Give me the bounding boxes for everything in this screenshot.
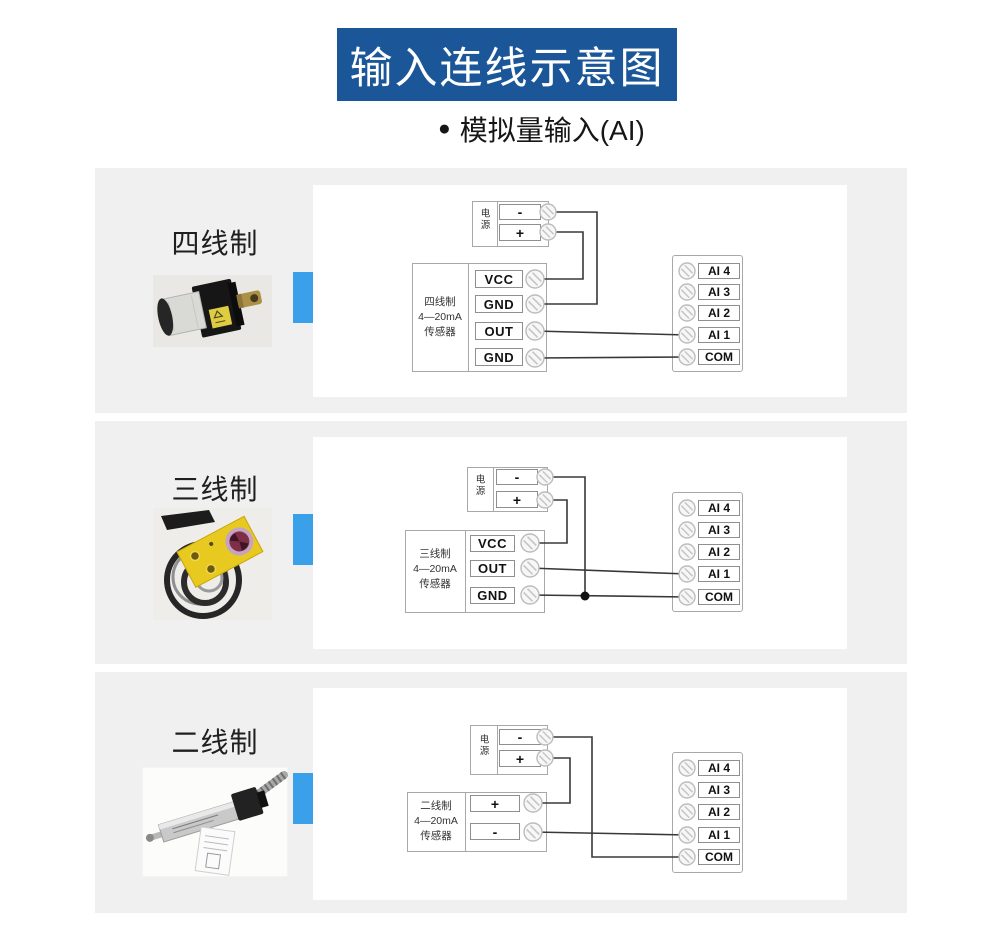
wire-out-to-ai1 — [529, 567, 688, 575]
sensor-terminal-minus: - — [470, 823, 520, 840]
power-block-divider — [493, 467, 494, 512]
sensor-terminal-gnd: GND — [475, 295, 523, 313]
sensor-terminal-gnd: GND — [470, 587, 515, 604]
ai-terminal-ai2: AI 2 — [698, 544, 740, 560]
junction-dot — [580, 591, 590, 601]
ai-terminal-ai3: AI 3 — [698, 522, 740, 538]
power-terminal-minus: - — [499, 729, 541, 745]
section-three-wire: 三线制 — [95, 421, 907, 664]
sensor-block-divider — [465, 792, 466, 852]
section-four-wire: 四线制 — [95, 168, 907, 413]
subtitle: ● 模拟量输入(AI) — [438, 112, 645, 146]
sensor-label: 二线制 4—20mA 传感器 — [414, 800, 458, 842]
ai-terminal-ai1: AI 1 — [698, 327, 740, 343]
power-terminal-plus: + — [499, 224, 541, 241]
power-terminal-minus: - — [499, 204, 541, 220]
ai-terminal-com: COM — [698, 849, 740, 865]
ai-terminal-ai4: AI 4 — [698, 760, 740, 776]
power-label: 电源 — [478, 208, 490, 231]
ai-terminal-ai2: AI 2 — [698, 804, 740, 820]
ai-terminal-ai1: AI 1 — [698, 566, 740, 582]
wiring-diagram-four-wire: 电源 - + 四线制 4—20mA 传感器 VCC GND OUT GND AI… — [313, 185, 847, 397]
bullet-icon: ● — [438, 117, 451, 140]
wiring-diagram-two-wire: 电源 - + 二线制 4—20mA 传感器 + - AI 4 AI 3 AI 2… — [313, 688, 847, 900]
wire-sensor-minus-to-ai1 — [532, 831, 688, 836]
ai-terminal-com: COM — [698, 589, 740, 605]
ai-terminal-ai4: AI 4 — [698, 500, 740, 516]
power-terminal-minus: - — [496, 469, 538, 485]
power-terminal-plus: + — [496, 491, 538, 508]
section-label: 四线制 — [171, 228, 259, 259]
section-two-wire: 二线制 — [95, 672, 907, 913]
power-block-divider — [497, 725, 498, 775]
ai-terminal-com: COM — [698, 349, 740, 365]
sensor-block-divider — [465, 530, 466, 613]
sensor-terminal-gnd2: GND — [475, 348, 523, 366]
wire-layer — [520, 468, 696, 606]
wire-gnd-to-com — [529, 594, 688, 598]
sensor-terminal-out: OUT — [470, 560, 515, 577]
photoelectric-sensor-photo — [153, 508, 272, 620]
sensor-terminal-vcc: VCC — [475, 270, 523, 288]
section-label: 二线制 — [171, 727, 259, 758]
ai-terminal-ai3: AI 3 — [698, 284, 740, 300]
wire-minus-to-junction — [545, 476, 586, 596]
sensor-label: 三线制 4—20mA 传感器 — [413, 548, 457, 590]
sensor-terminal-plus: + — [470, 795, 520, 812]
sensor-block-divider — [468, 263, 469, 372]
wire-layer — [523, 728, 696, 866]
section-label: 三线制 — [171, 474, 259, 505]
sensor-terminal-vcc: VCC — [470, 535, 515, 552]
subtitle-text: 模拟量输入(AI) — [459, 115, 645, 146]
ai-terminal-ai3: AI 3 — [698, 782, 740, 798]
wire-gnd-to-com — [534, 356, 688, 359]
wire-layer — [525, 203, 696, 368]
power-label: 电源 — [477, 734, 489, 757]
linear-transducer-sensor-photo — [142, 767, 288, 877]
wiring-diagram-three-wire: 电源 - + 三线制 4—20mA 传感器 VCC OUT GND AI 4 A… — [313, 437, 847, 649]
power-block-divider — [497, 201, 498, 247]
wire-minus-to-com — [545, 736, 687, 858]
title-banner: 输入连线示意图 — [337, 28, 677, 101]
power-terminal-plus: + — [499, 750, 541, 767]
sensor-label: 四线制 4—20mA 传感器 — [418, 296, 462, 338]
ai-terminal-ai4: AI 4 — [698, 263, 740, 279]
sensor-terminal-out: OUT — [475, 322, 523, 340]
wire-out-to-ai1 — [534, 330, 688, 336]
rotary-encoder-sensor-photo — [153, 275, 272, 347]
power-label: 电源 — [473, 474, 485, 497]
page-title: 输入连线示意图 — [349, 44, 665, 93]
ai-terminal-ai2: AI 2 — [698, 305, 740, 321]
ai-terminal-ai1: AI 1 — [698, 827, 740, 843]
